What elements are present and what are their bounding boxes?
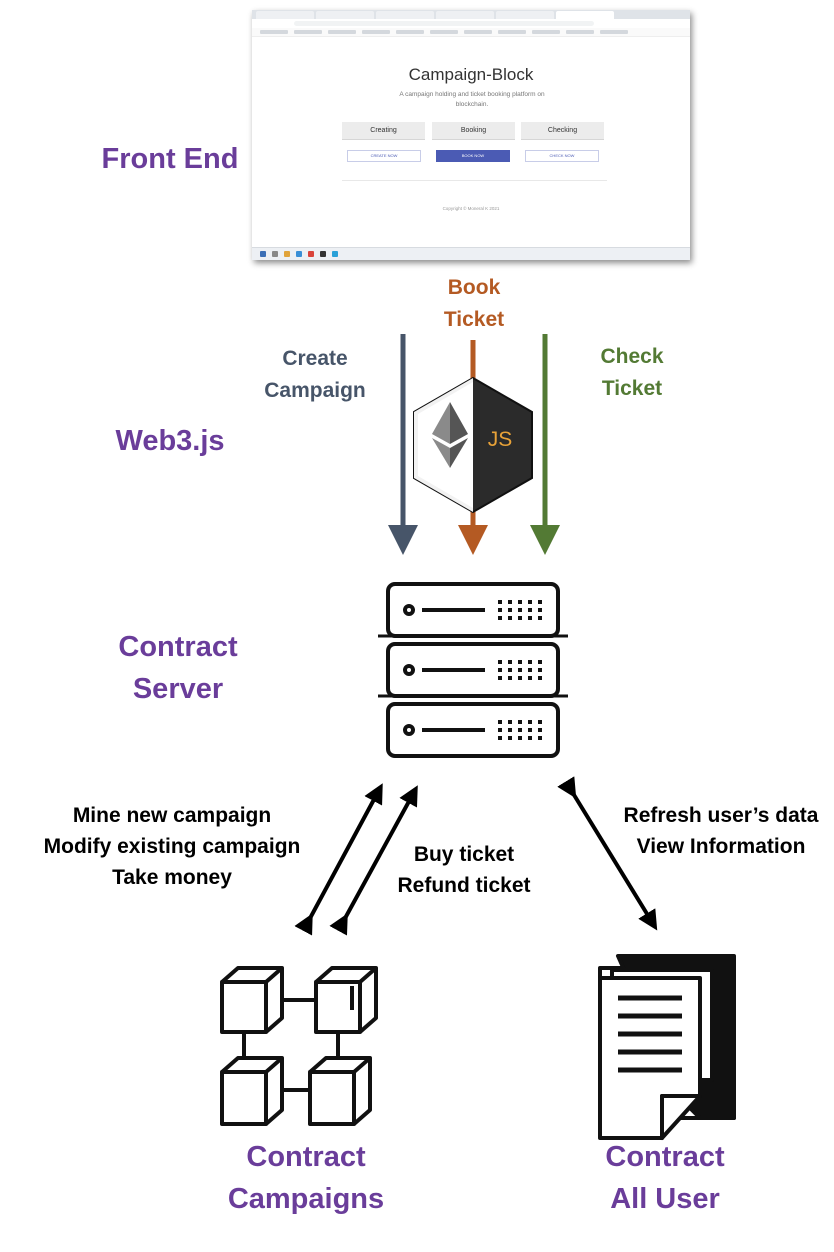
ethereum-icon [432,402,468,468]
site-subtitle: A campaign holding and ticket booking pl… [399,91,545,108]
ticket-ops-label: Buy ticket Refund ticket [397,843,531,898]
card-creating: Creating [342,122,425,140]
browser-tab-active [556,11,614,19]
campaign-ops-label: Mine new campaign Modify existing campai… [43,804,301,890]
create-now-button[interactable]: CREATE NOW [347,150,421,162]
card-checking: Checking [521,122,604,140]
server-icon [378,582,568,758]
browser-tab [496,11,554,19]
js-badge: JS [488,428,513,451]
check-ticket-label: Check Ticket [600,345,664,400]
front-end-label: Front End [101,143,239,175]
web3-label: Web3.js [115,425,225,457]
browser-tab [256,11,314,19]
blockchain-icon [220,966,378,1126]
browser-tab [436,11,494,19]
card-booking: Booking [432,122,515,140]
user-ops-arrow [557,776,658,931]
browser-tab-strip [252,10,690,19]
browser-tab [376,11,434,19]
site-footer: Copyright © Moneral K 2021 [442,206,500,211]
ticket-ops-arrow [329,785,418,936]
contract-campaigns-label: Contract Campaigns [227,1141,385,1216]
divider [342,180,607,181]
contract-server-label: Contract Server [118,631,238,706]
create-campaign-label: Create Campaign [264,347,366,402]
server-vents [498,600,542,740]
web3-js-logo: JS [413,376,533,514]
contract-all-user-label: Contract All User [605,1141,725,1216]
url-field [294,21,594,26]
browser-bookmarks-bar [252,28,690,37]
browser-tab [316,11,374,19]
user-ops-label: Refresh user’s data View Information [623,804,819,859]
check-now-button[interactable]: CHECK NOW [525,150,599,162]
document-icon [598,954,736,1140]
frontend-screenshot: Campaign-Block A campaign holding and ti… [252,10,690,260]
book-ticket-label: Book Ticket [443,276,505,331]
site-title: Campaign-Block [408,65,534,84]
book-now-button[interactable]: BOOK NOW [436,150,510,162]
os-taskbar [252,247,690,260]
